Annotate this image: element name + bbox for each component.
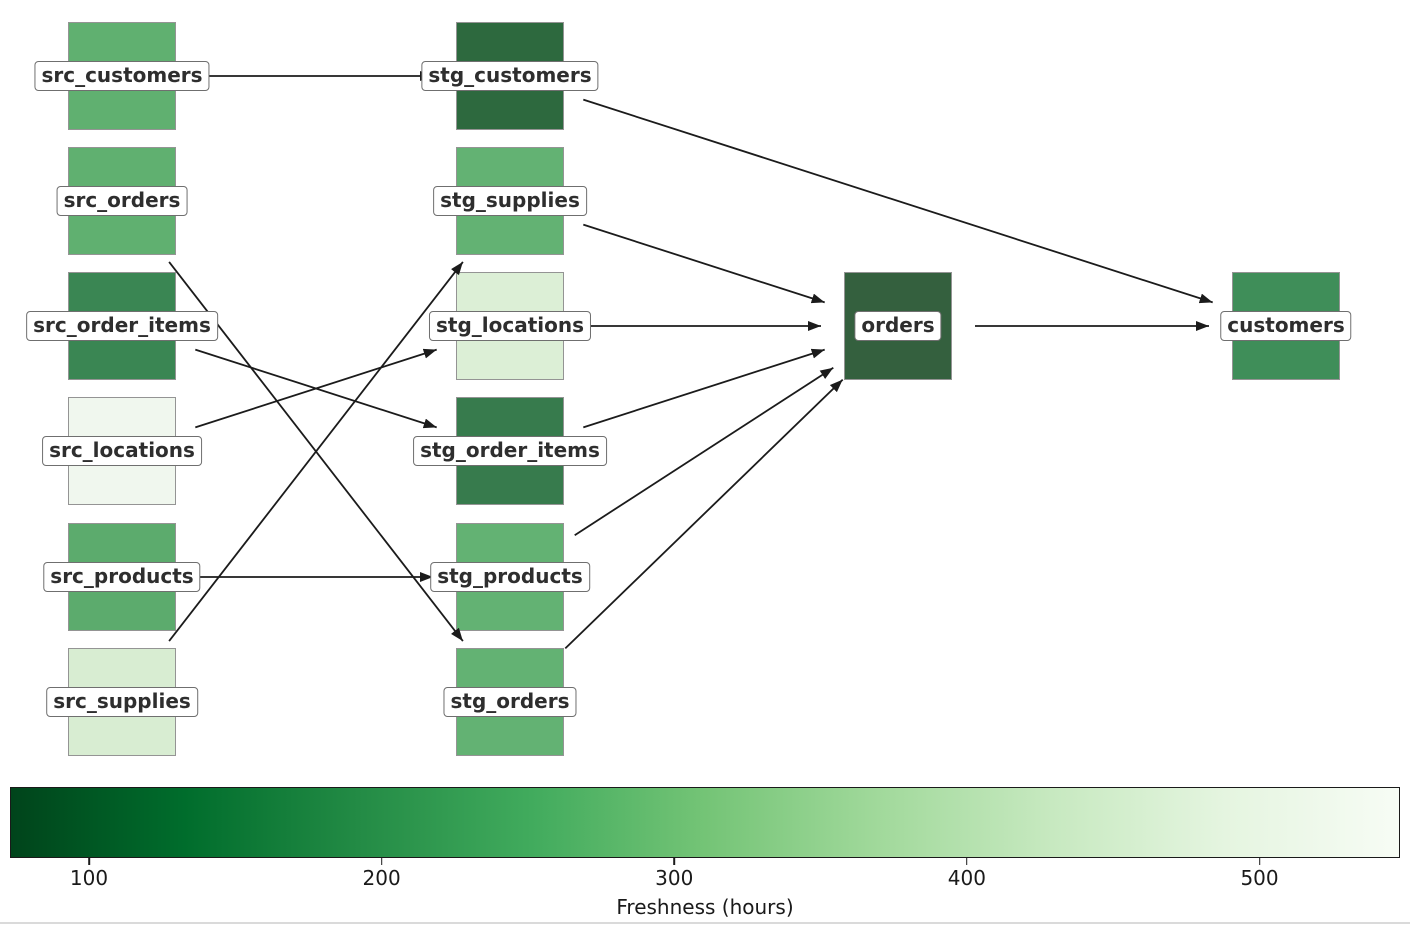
colorbar-tick-mark [1258, 858, 1261, 865]
colorbar-axis-label: Freshness (hours) [616, 895, 794, 919]
node-label-src_orders: src_orders [56, 186, 188, 216]
colorbar-tick-label: 300 [655, 866, 694, 890]
colorbar-tick-mark [966, 858, 968, 865]
node-label-src_supplies: src_supplies [46, 687, 198, 717]
node-label-src_products: src_products [43, 562, 201, 592]
edge-stg_supplies-to-orders [583, 223, 825, 304]
edge-src_supplies-to-stg_supplies [168, 261, 464, 642]
node-label-stg_locations: stg_locations [428, 311, 592, 341]
colorbar-tick-label: 400 [947, 866, 986, 890]
node-label-src_order_items: src_order_items [26, 311, 218, 341]
colorbar-tick-label: 200 [362, 866, 401, 890]
edge-stg_products-to-orders [574, 367, 834, 536]
edge-stg_order_items-to-orders [583, 348, 825, 429]
node-label-stg_customers: stg_customers [421, 61, 599, 91]
node-label-src_locations: src_locations [42, 436, 202, 466]
colorbar-tick-label: 500 [1240, 866, 1279, 890]
node-label-stg_order_items: stg_order_items [413, 436, 607, 466]
node-label-stg_supplies: stg_supplies [433, 186, 587, 216]
edge-stg_customers-to-customers [583, 98, 1213, 304]
colorbar-tick-mark [88, 858, 90, 865]
bottom-hairline [0, 922, 1410, 924]
colorbar-gradient [10, 787, 1400, 858]
node-label-stg_orders: stg_orders [443, 687, 577, 717]
edge-stg_orders-to-orders [564, 378, 844, 650]
node-label-stg_products: stg_products [430, 562, 590, 592]
colorbar-tick-label: 100 [69, 866, 109, 890]
colorbar-tick-mark [673, 858, 676, 865]
edge-src_locations-to-stg_locations [195, 348, 437, 429]
node-label-src_customers: src_customers [34, 61, 210, 91]
colorbar-tick-mark [380, 858, 383, 865]
node-label-orders: orders [854, 311, 942, 341]
node-label-customers: customers [1220, 311, 1352, 341]
